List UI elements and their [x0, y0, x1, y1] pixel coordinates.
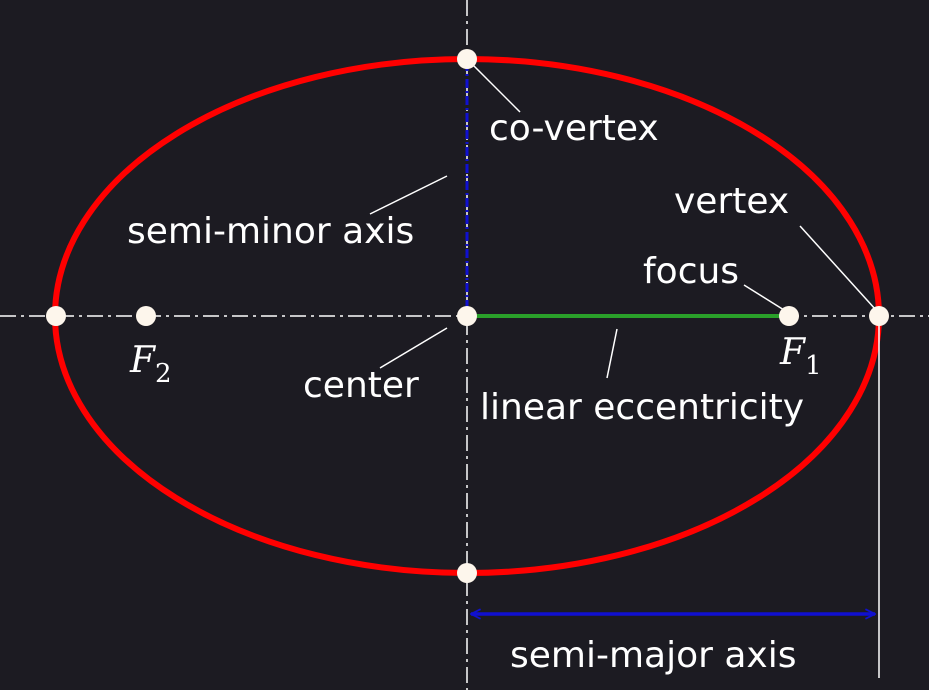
center-label: center [303, 365, 419, 406]
focus-f1-label: F1 [779, 332, 822, 381]
vertex-right-point [869, 306, 889, 326]
co-vertex-leader [469, 61, 521, 113]
focus-leader [743, 284, 785, 311]
focus-label: focus [643, 251, 739, 292]
vertex-label: vertex [674, 181, 789, 222]
center-leader [379, 327, 448, 369]
semi-minor-axis-leader [369, 175, 448, 215]
center-point [457, 306, 477, 326]
vertex-leader [799, 225, 877, 311]
linear-eccentricity-leader [606, 328, 618, 379]
focus-f1-point [779, 306, 799, 326]
focus-f2-point [136, 306, 156, 326]
semi-minor-axis-label: semi-minor axis [127, 211, 414, 252]
co-vertex-label: co-vertex [489, 108, 659, 149]
vertex-left-point [46, 306, 66, 326]
co-vertex-top-point [457, 49, 477, 69]
semi-major-axis-label: semi-major axis [510, 635, 797, 676]
focus-f2-label: F2 [129, 340, 172, 389]
co-vertex-bottom-point [457, 563, 477, 583]
linear-eccentricity-label: linear eccentricity [480, 387, 804, 428]
